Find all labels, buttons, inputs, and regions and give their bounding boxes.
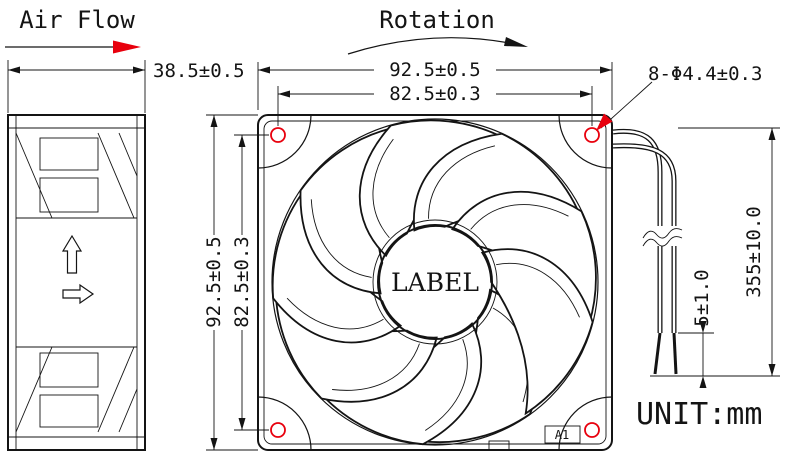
- dim-lead-length-text: 355±10.0: [743, 206, 765, 298]
- dim-hole-pitch-width: 82.5±0.3: [277, 83, 593, 126]
- wire-exit-notch: [488, 440, 510, 451]
- fan-side-view: [7, 114, 146, 451]
- dim-lead-strip: 5±1.0: [678, 269, 714, 388]
- fan-front-view: LABEL A1: [242, 94, 620, 457]
- callout-mounting-holes: 8-Φ4.4±0.3: [596, 63, 762, 131]
- air-flow-label: Air Flow: [19, 6, 135, 34]
- front-frame-outline: [257, 114, 613, 451]
- mounting-hole-top-right: [584, 127, 600, 143]
- dim-hole-pitch-height-text: 82.5±0.3: [231, 236, 253, 328]
- wire-break-icon: [642, 228, 683, 239]
- unit-note: UNIT:mm: [636, 397, 762, 432]
- airflow-direction-arrow-icon: [62, 283, 95, 305]
- dim-lead-length: 355±10.0: [650, 127, 780, 377]
- air-flow-arrowhead-icon: [113, 40, 141, 54]
- rotation-arc: [347, 37, 525, 55]
- hub-label-text: LABEL: [391, 268, 479, 297]
- rotation-direction-arrow-icon: [61, 234, 83, 274]
- side-view-outline: [7, 114, 146, 451]
- frame-mark-box: [544, 425, 581, 444]
- hub-circle: [377, 224, 493, 340]
- dim-frame-width: 92.5±0.5: [257, 59, 613, 110]
- dim-lead-strip-text: 5±1.0: [691, 269, 713, 326]
- mounting-hole-bottom-right: [584, 422, 600, 438]
- dim-hole-pitch-width-text: 82.5±0.3: [389, 83, 481, 105]
- dim-frame-height: 92.5±0.5: [203, 114, 258, 451]
- dim-frame-height-text: 92.5±0.5: [203, 236, 225, 328]
- dim-frame-depth: 38.5±0.5: [7, 60, 245, 113]
- lead-wires: [612, 128, 683, 375]
- rotation-arrowhead-icon: [504, 37, 528, 47]
- wire-stripped-end-left: [653, 332, 662, 375]
- mounting-hole-top-left: [270, 127, 286, 143]
- frame-mark-text: A1: [555, 428, 569, 442]
- callout-arrowhead-icon: [596, 113, 613, 131]
- dim-frame-depth-text: 38.5±0.5: [153, 60, 245, 82]
- wire-stripped-end-right: [672, 332, 678, 375]
- mounting-hole-bottom-left: [270, 422, 286, 438]
- dim-frame-width-text: 92.5±0.5: [389, 59, 481, 81]
- rotation-label: Rotation: [379, 6, 495, 34]
- dim-mounting-holes-text: 8-Φ4.4±0.3: [648, 63, 762, 85]
- dim-hole-pitch-height: 82.5±0.3: [231, 134, 269, 431]
